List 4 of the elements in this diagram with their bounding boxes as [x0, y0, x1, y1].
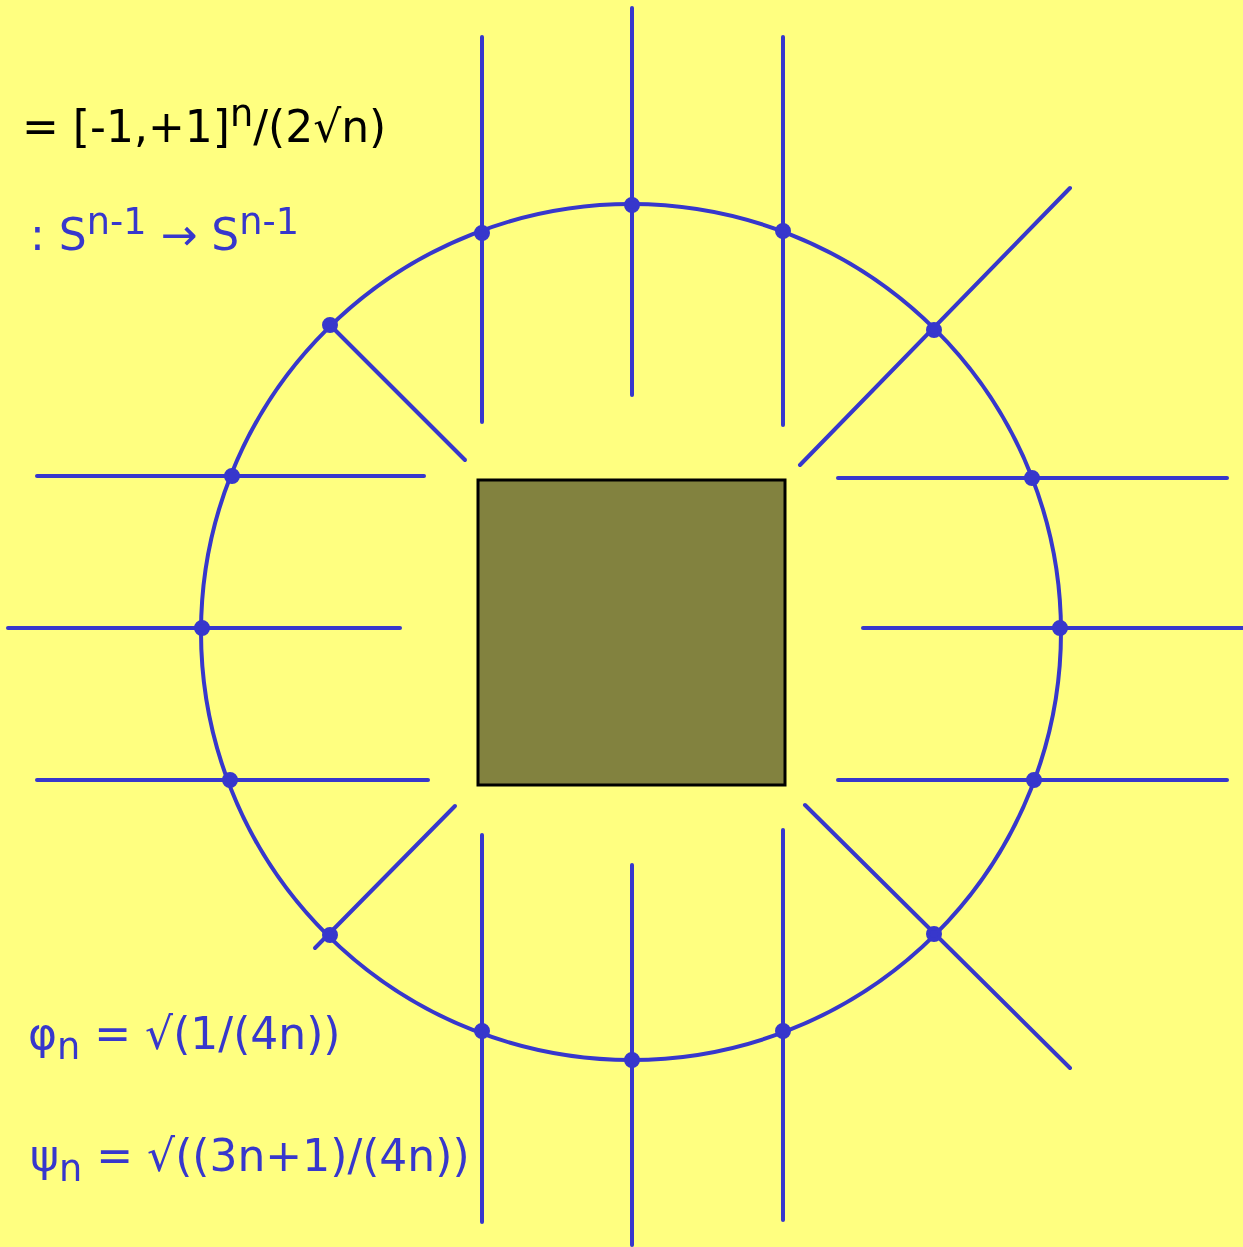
formula-text: φ$_{n}$ = √(1/(4n))	[28, 1008, 341, 1069]
formula-text: ψ$_{n}$ = √((3n+1)/(4n))	[30, 1130, 470, 1191]
formula-text: : S$^{n-1}$ → S$^{n-1}$	[30, 200, 300, 262]
formula-text: = [-1,+1]$^{n}$/(2√n)	[22, 92, 387, 154]
